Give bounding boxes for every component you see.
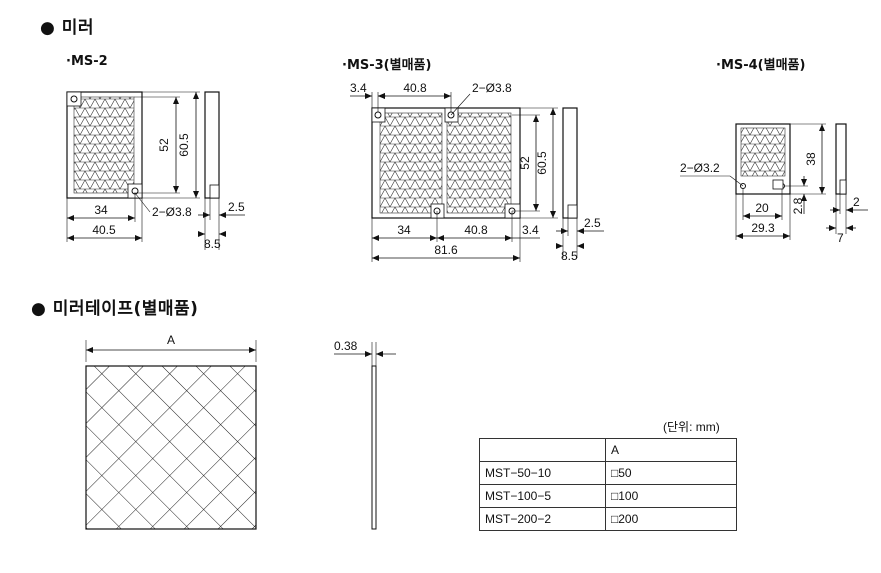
ms3-dim-total: 81.6 xyxy=(434,243,458,257)
ms2-hole-top xyxy=(70,95,78,103)
tape-sheet xyxy=(85,365,257,530)
ms2-dim-width-inner: 34 xyxy=(94,203,108,217)
ms4-dim-thick-a: 2 xyxy=(853,195,860,209)
section-tape-label: 미러테이프(별매품) xyxy=(52,299,199,319)
ms3-side-view xyxy=(562,107,578,219)
ms3-dim-height-inner: 52 xyxy=(518,156,532,170)
ms3-reflector-right xyxy=(446,112,512,214)
ms2-title: ·MS-2 xyxy=(66,54,108,69)
ms4-dim-height: 38 xyxy=(804,152,818,166)
ms3-drawing: 3.4 40.8 2−Ø3.8 52 60.5 34 40.8 3.4 81.6… xyxy=(350,81,604,263)
ms3-dim-width-left: 34 xyxy=(397,223,411,237)
ms4-dim-offset: 2.8 xyxy=(791,197,805,214)
tape-dim-thickness: 0.38 xyxy=(334,339,358,353)
ms4-dim-hole: 2−Ø3.2 xyxy=(680,161,720,175)
ms2-dim-hole: 2−Ø3.8 xyxy=(152,205,192,219)
ms3-dim-thick-b: 8.5 xyxy=(561,249,578,263)
table-cell-size: □100 xyxy=(605,484,737,508)
section-mirror-label: 미러 xyxy=(61,18,95,38)
table-unit: (단위: mm) xyxy=(663,420,720,434)
section-tape-title: ● 미러테이프(별매품) xyxy=(31,294,198,319)
ms2-reflector xyxy=(73,96,135,194)
ms2-dim-width-outer: 40.5 xyxy=(92,223,116,237)
section-mirror-title: ● 미러 xyxy=(40,13,94,38)
table-cell-model: MST−100−5 xyxy=(479,484,606,508)
ms2-dim-thick-b: 8.5 xyxy=(204,237,221,251)
ms2-dim-height-outer: 60.5 xyxy=(177,133,191,157)
ms3-dim-width-right: 40.8 xyxy=(464,223,488,237)
table-row: MST−50−10 □50 xyxy=(479,461,737,485)
ms4-drawing: 2−Ø3.2 38 2.8 20 29.3 2 7 xyxy=(680,123,868,245)
ms2-dim-thick-a: 2.5 xyxy=(228,200,245,214)
table-row: MST−200−2 □200 xyxy=(479,507,737,531)
ms4-dim-thick-b: 7 xyxy=(837,231,844,245)
ms3-dim-height-outer: 60.5 xyxy=(535,151,549,175)
tape-drawing: A 0.38 xyxy=(85,333,396,530)
ms2-dim-height-inner: 52 xyxy=(157,138,171,152)
ms3-dim-offset: 3.4 xyxy=(350,81,367,95)
ms2-drawing: 52 60.5 34 40.5 2−Ø3.8 2.5 8.5 xyxy=(66,91,245,251)
table-header-cell xyxy=(479,438,606,462)
ms3-reflector-left xyxy=(379,112,443,214)
ms3-dim-hole: 2−Ø3.8 xyxy=(472,81,512,95)
ms4-dim-width-outer: 29.3 xyxy=(751,221,775,235)
ms4-reflector xyxy=(740,127,786,177)
ms4-title: ·MS-4(별매품) xyxy=(716,58,806,73)
table-cell-model: MST−200−2 xyxy=(479,507,606,531)
table-header-row: A xyxy=(479,438,737,462)
table-header-cell: A xyxy=(605,438,737,462)
ms4-dim-width-inner: 20 xyxy=(755,201,769,215)
ms3-dim-offset-right: 3.4 xyxy=(522,223,539,237)
ms3-dim-width-top: 40.8 xyxy=(403,81,427,95)
bullet-icon: ● xyxy=(31,299,47,319)
table-cell-model: MST−50−10 xyxy=(479,461,606,485)
tape-side-view xyxy=(371,365,377,530)
ms3-dim-thick-a: 2.5 xyxy=(584,216,601,230)
table-cell-size: □200 xyxy=(605,507,737,531)
spec-table: A MST−50−10 □50 MST−100−5 □100 MST−200−2… xyxy=(479,438,737,531)
bullet-icon: ● xyxy=(40,18,56,38)
ms3-title: ·MS-3(별매품) xyxy=(342,58,432,73)
table-row: MST−100−5 □100 xyxy=(479,484,737,508)
ms2-side-view xyxy=(204,91,220,199)
tape-dim-a: A xyxy=(167,333,175,347)
table-cell-size: □50 xyxy=(605,461,737,485)
